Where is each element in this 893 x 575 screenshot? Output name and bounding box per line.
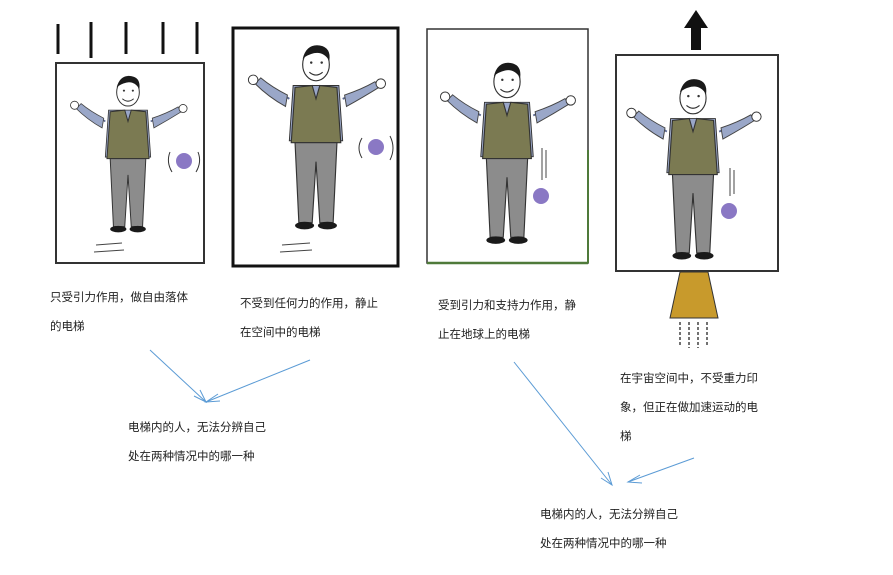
caption-line: 只受引力作用，做自由落体 <box>50 290 188 304</box>
floating-ball <box>176 153 192 169</box>
panel-free-fall <box>55 22 205 264</box>
ball-motion-marks <box>358 135 394 161</box>
caption-line: 在空间中的电梯 <box>240 325 321 339</box>
connector-arrows <box>149 349 695 487</box>
arrow-panel4-to-conclusion2 <box>627 457 695 483</box>
ball-falling-marks <box>541 148 547 180</box>
feet-float-marks <box>279 242 313 253</box>
falling-speed-lines <box>56 22 199 58</box>
conclusion-line: 处在两种情况中的哪一种 <box>540 536 667 550</box>
caption-resting-on-earth: 受到引力和支持力作用，静 止在地球上的电梯 <box>438 291 576 349</box>
arrowhead <box>626 474 643 484</box>
caption-accelerating: 在宇宙空间中，不受重力印 象，但正在做加速运动的电 梯 <box>620 364 758 451</box>
caption-line: 不受到任何力的作用，静止 <box>240 296 378 310</box>
caption-line: 止在地球上的电梯 <box>438 327 530 341</box>
conclusion-line: 电梯内的人，无法分辨自己 <box>540 507 678 521</box>
panel-floating <box>231 26 400 268</box>
falling-ball <box>533 188 549 204</box>
conclusion-left: 电梯内的人，无法分辨自己 处在两种情况中的哪一种 <box>128 413 266 471</box>
up-arrow-icon <box>684 10 708 50</box>
caption-line: 象，但正在做加速运动的电 <box>620 400 758 414</box>
caption-floating: 不受到任何力的作用，静止 在空间中的电梯 <box>240 289 378 347</box>
caption-line: 梯 <box>620 429 632 443</box>
arrow-panel1-to-conclusion1 <box>149 349 207 403</box>
arrow-panel2-to-conclusion1 <box>205 359 311 403</box>
caption-free-fall: 只受引力作用，做自由落体 的电梯 <box>50 283 188 341</box>
feet-float-marks <box>93 242 125 253</box>
floating-ball <box>368 139 384 155</box>
thrust-exhaust-marks <box>679 322 708 348</box>
caption-line: 的电梯 <box>50 319 85 333</box>
rocket-thruster-icon <box>669 271 719 319</box>
caption-line: 在宇宙空间中，不受重力印 <box>620 371 758 385</box>
caption-line: 受到引力和支持力作用，静 <box>438 298 576 312</box>
panel-accelerating <box>615 10 779 348</box>
ball-falling-marks <box>729 168 735 196</box>
panel-resting-on-earth <box>426 28 589 265</box>
conclusion-right: 电梯内的人，无法分辨自己 处在两种情况中的哪一种 <box>540 500 678 558</box>
arrowhead <box>600 471 613 487</box>
ball-motion-marks <box>167 151 201 173</box>
arrowhead <box>204 393 221 403</box>
arrow-panel3-to-conclusion2 <box>513 361 613 486</box>
falling-ball <box>721 203 737 219</box>
conclusion-line: 电梯内的人，无法分辨自己 <box>128 420 266 434</box>
conclusion-line: 处在两种情况中的哪一种 <box>128 449 255 463</box>
